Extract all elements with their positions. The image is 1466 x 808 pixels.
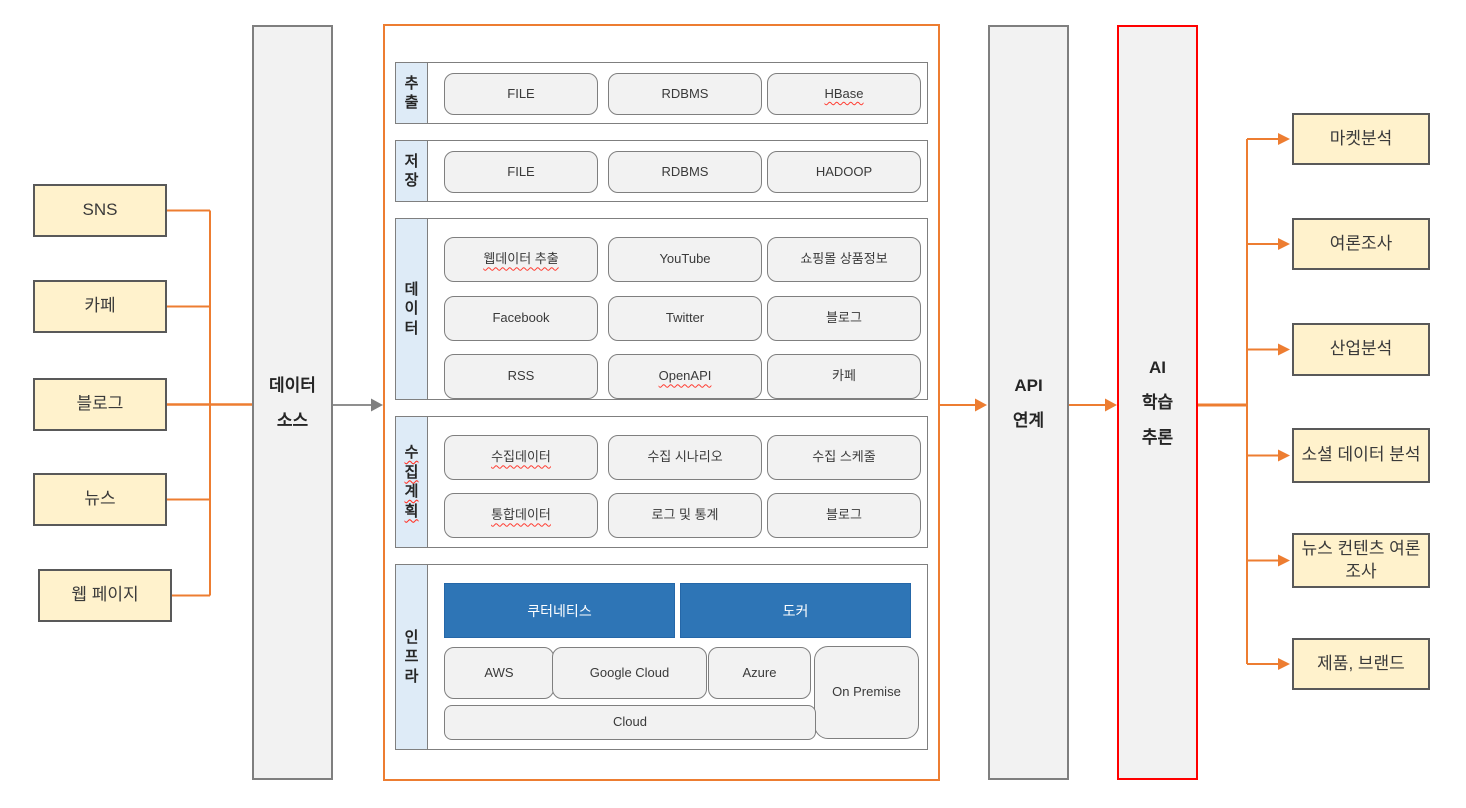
data-source-label-line1: 데이터 (269, 375, 316, 395)
item-blog-data: 블로그 (767, 296, 921, 341)
item-openapi: OpenAPI (608, 354, 762, 399)
ai-inference-column: AI 학습 추론 (1117, 25, 1198, 780)
output-news-content-poll: 뉴스 컨텐츠 여론조사 (1292, 533, 1430, 588)
ai-label-line2: 학습 (1141, 393, 1174, 412)
output-opinion-poll: 여론조사 (1292, 218, 1430, 270)
item-docker: 도커 (680, 583, 911, 638)
item-rdbms: RDBMS (608, 73, 762, 115)
api-link-column: API 연계 (988, 25, 1069, 780)
ai-label-line3: 추론 (1141, 428, 1174, 447)
item-collect-data: 수집데이터 (444, 435, 598, 480)
item-azure: Azure (708, 647, 811, 699)
item-twitter: Twitter (608, 296, 762, 341)
item-cloud: Cloud (444, 705, 816, 740)
item-rss: RSS (444, 354, 598, 399)
output-product-brand: 제품, 브랜드 (1292, 638, 1430, 690)
item-youtube: YouTube (608, 237, 762, 282)
item-kubernetes: 쿠터네티스 (444, 583, 675, 638)
pipeline-frame (383, 24, 940, 781)
source-news: 뉴스 (33, 473, 167, 526)
item-hadoop: HADOOP (767, 151, 921, 193)
api-link-label-line2: 연계 (1012, 410, 1045, 430)
item-aws: AWS (444, 647, 554, 699)
item-google-cloud: Google Cloud (552, 647, 707, 699)
source-blog: 블로그 (33, 378, 167, 431)
data-source-label-line2: 소스 (276, 410, 309, 430)
item-file-storage: FILE (444, 151, 598, 193)
item-on-premise: On Premise (814, 646, 919, 739)
output-industry-analysis: 산업분석 (1292, 323, 1430, 376)
right-connectors (1198, 133, 1290, 670)
item-facebook: Facebook (444, 296, 598, 341)
source-sns: SNS (33, 184, 167, 237)
item-file: FILE (444, 73, 598, 115)
item-integrated-data: 통합데이터 (444, 493, 598, 538)
output-social-data-analysis: 소셜 데이터 분석 (1292, 428, 1430, 483)
item-blog-plan: 블로그 (767, 493, 921, 538)
left-connectors (167, 209, 252, 597)
item-log-stats: 로그 및 통계 (608, 493, 762, 538)
main-flow-arrows (333, 398, 1117, 412)
item-hbase: HBase (767, 73, 921, 115)
output-market-analysis: 마켓분석 (1292, 113, 1430, 165)
source-cafe: 카페 (33, 280, 167, 333)
item-cafe-data: 카페 (767, 354, 921, 399)
item-shopping-product-info: 쇼핑몰 상품정보 (767, 237, 921, 282)
ai-label-line1: AI (1149, 358, 1166, 377)
item-collect-schedule: 수집 스케줄 (767, 435, 921, 480)
item-web-data-extract: 웹데이터 추출 (444, 237, 598, 282)
data-source-column: 데이터 소스 (252, 25, 333, 780)
item-collect-scenario: 수집 시나리오 (608, 435, 762, 480)
source-web-page: 웹 페이지 (38, 569, 172, 622)
item-rdbms-storage: RDBMS (608, 151, 762, 193)
api-link-label-line1: API (1014, 375, 1043, 395)
